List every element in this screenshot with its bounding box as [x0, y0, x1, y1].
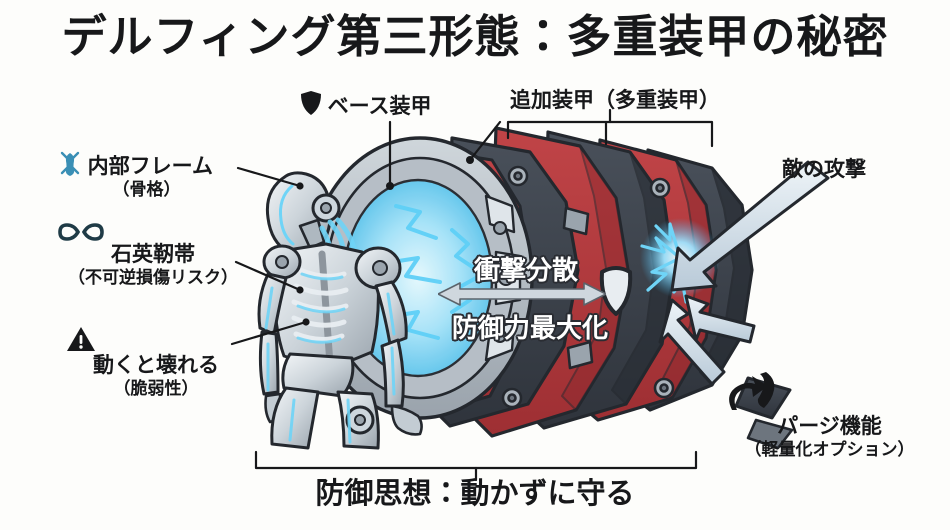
eject-arrow-icon — [722, 370, 937, 414]
callout-fragility: 動くと壊れる （脆弱性） — [66, 326, 246, 400]
armor-bolts — [501, 165, 675, 409]
callout-purge-sub: （軽量化オプション） — [744, 440, 915, 460]
callout-extra-armor: 追加装甲（多重装甲） — [510, 88, 720, 113]
bottom-caption: 防御思想：動かずに守る — [315, 476, 635, 510]
callout-inner-frame-label: 内部フレーム — [87, 154, 213, 178]
page-title: デルフィング第三形態：多重装甲の秘密 — [61, 10, 889, 63]
callout-quartz-ligament-label: 石英靭帯 — [111, 242, 195, 266]
callout-purge: パージ機能 （軽量化オプション） — [722, 370, 937, 461]
callout-purge-label: パージ機能 — [777, 414, 882, 438]
callout-inner-frame: 内部フレーム （骨格） — [58, 150, 213, 201]
callout-fragility-label: 動くと壊れる — [93, 353, 219, 377]
overlay-defense-max: 防御力最大化 — [452, 314, 609, 344]
shield-badge-icon — [599, 266, 633, 316]
callout-fragility-sub: （脆弱性） — [113, 379, 199, 399]
callout-inner-frame-sub: （骨格） — [112, 180, 181, 200]
inner-frame-skeleton — [257, 171, 423, 450]
dispersion-double-arrow — [438, 282, 606, 306]
callout-extra-armor-label: 追加装甲（多重装甲） — [510, 88, 720, 112]
callout-quartz-ligament: 石英靭帯 （不可逆損傷リスク） — [58, 222, 248, 289]
callout-base-armor-label: ベース装甲 — [327, 94, 432, 118]
callout-base-armor: ベース装甲 — [300, 90, 432, 119]
skeleton-frame-icon — [58, 150, 82, 176]
overlay-shock-dispersion: 衝撃分散 — [474, 256, 579, 286]
callout-enemy-attack-label: 敵の攻撃 — [782, 157, 866, 181]
callout-enemy-attack: 敵の攻撃 — [782, 157, 866, 182]
callout-quartz-ligament-sub: （不可逆損傷リスク） — [68, 268, 238, 288]
warning-triangle-icon — [66, 326, 246, 353]
shield-icon — [300, 90, 322, 116]
chain-link-icon — [58, 222, 248, 242]
enemy-attack-arrows — [658, 160, 830, 386]
